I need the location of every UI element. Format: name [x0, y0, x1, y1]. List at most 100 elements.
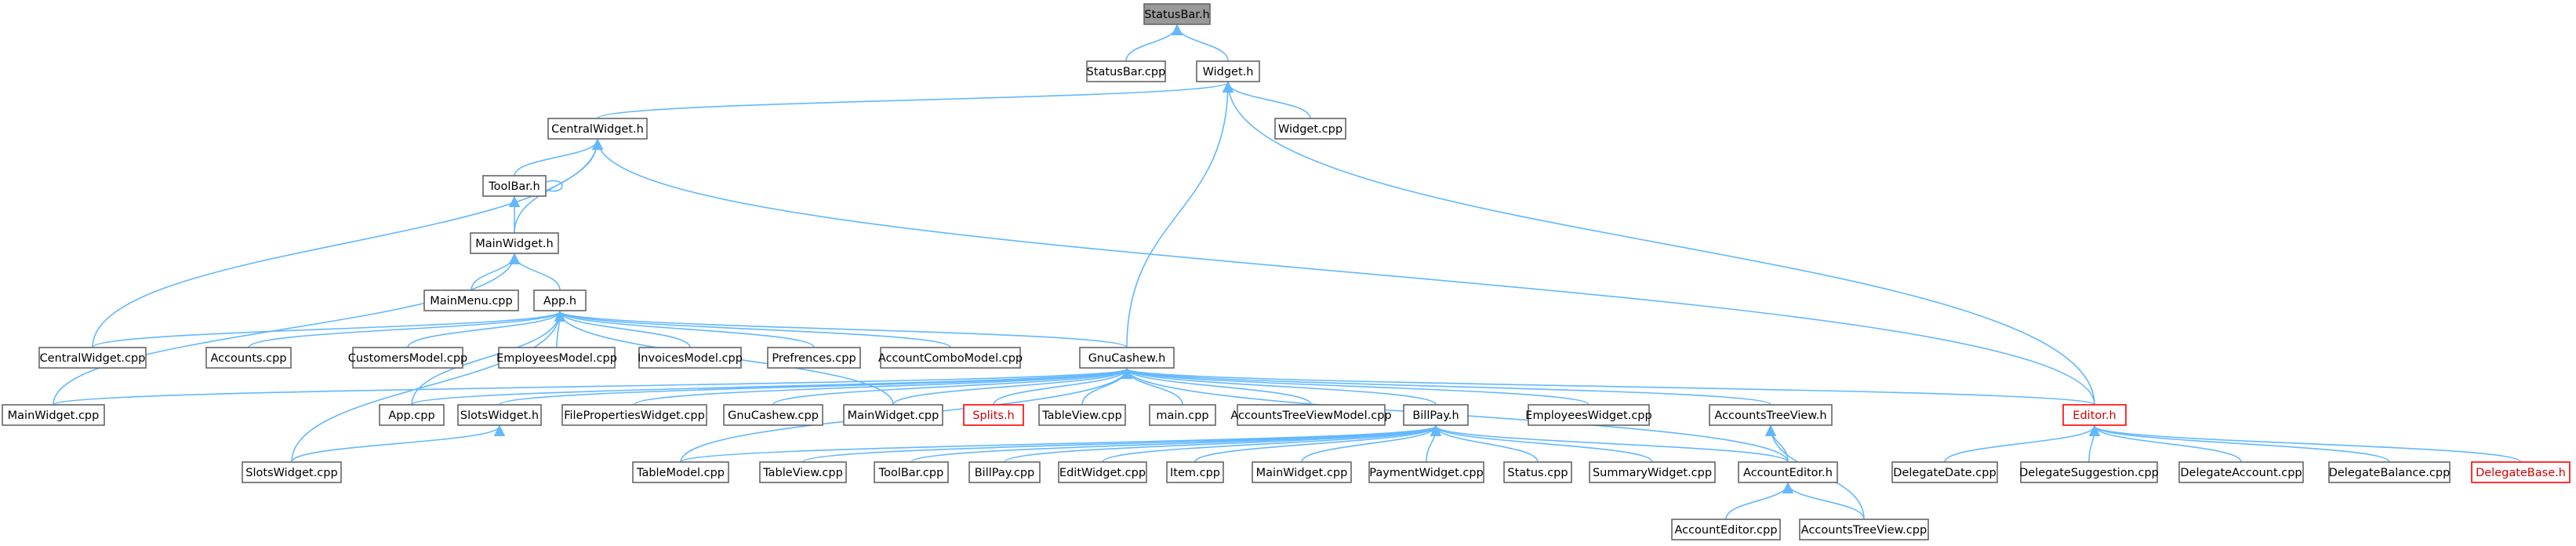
node-delegatesuggestion-cpp[interactable]: DelegateSuggestion.cpp — [2019, 461, 2159, 483]
node-gnucashew-cpp[interactable]: GnuCashew.cpp — [723, 404, 823, 426]
node-box[interactable] — [457, 404, 542, 426]
node-mainwidget-h[interactable]: MainWidget.h — [470, 232, 559, 254]
node-box[interactable] — [968, 461, 1041, 483]
node-box[interactable] — [1738, 461, 1838, 483]
node-box[interactable] — [963, 404, 1024, 426]
node-app-h[interactable]: App.h — [533, 289, 587, 311]
node-item-cpp[interactable]: Item.cpp — [1166, 461, 1224, 483]
node-box[interactable] — [498, 347, 616, 369]
node-box[interactable] — [1368, 461, 1484, 483]
node-box[interactable] — [482, 175, 547, 197]
node-delegatebase-h[interactable]: DelegateBase.h — [2471, 461, 2571, 483]
node-filepropertieswidget-cpp[interactable]: FilePropertiesWidget.cpp — [561, 404, 707, 426]
node-box[interactable] — [1086, 60, 1166, 82]
node-box[interactable] — [561, 404, 707, 426]
node-mainwidget-cpp-3[interactable]: MainWidget.cpp — [1252, 461, 1352, 483]
node-box[interactable] — [533, 289, 587, 311]
node-box[interactable] — [379, 404, 445, 426]
node-widget-h[interactable]: Widget.h — [1196, 60, 1260, 82]
node-centralwidget-cpp[interactable]: CentralWidget.cpp — [38, 347, 147, 369]
node-box[interactable] — [1274, 118, 1346, 140]
node-box[interactable] — [1709, 404, 1833, 426]
node-status-cpp[interactable]: Status.cpp — [1503, 461, 1572, 483]
node-box[interactable] — [1079, 347, 1175, 369]
node-box[interactable] — [1503, 461, 1572, 483]
node-box[interactable] — [423, 289, 519, 311]
node-accountstreeview-h[interactable]: AccountsTreeView.h — [1709, 404, 1833, 426]
node-box[interactable] — [1891, 461, 1998, 483]
node-box[interactable] — [1196, 60, 1260, 82]
node-slotswidget-h[interactable]: SlotsWidget.h — [457, 404, 542, 426]
node-box[interactable] — [1589, 461, 1716, 483]
node-editor-h[interactable]: Editor.h — [2062, 404, 2127, 426]
node-box[interactable] — [759, 461, 847, 483]
node-statusbar-h[interactable]: StatusBar.h — [1143, 3, 1211, 25]
node-billpay-h[interactable]: BillPay.h — [1403, 404, 1469, 426]
node-box[interactable] — [874, 461, 949, 483]
node-gnucashew-h[interactable]: GnuCashew.h — [1079, 347, 1175, 369]
node-box[interactable] — [242, 461, 342, 483]
node-mainwidget-cpp-2[interactable]: MainWidget.cpp — [843, 404, 943, 426]
node-editwidget-cpp[interactable]: EditWidget.cpp — [1058, 461, 1147, 483]
node-accounteditor-h[interactable]: AccountEditor.h — [1738, 461, 1838, 483]
node-accountstreeviewmodel-cpp[interactable]: AccountsTreeViewModel.cpp — [1230, 404, 1392, 426]
node-employeeswidget-cpp[interactable]: EmployeesWidget.cpp — [1525, 404, 1652, 426]
node-box[interactable] — [1166, 461, 1224, 483]
node-box[interactable] — [1038, 404, 1126, 426]
node-box[interactable] — [2, 404, 105, 426]
node-tableview-cpp-2[interactable]: TableView.cpp — [759, 461, 847, 483]
node-widget-cpp[interactable]: Widget.cpp — [1274, 118, 1346, 140]
node-accounteditor-cpp[interactable]: AccountEditor.cpp — [1671, 519, 1781, 541]
node-box[interactable] — [2020, 461, 2158, 483]
node-delegatedate-cpp[interactable]: DelegateDate.cpp — [1891, 461, 1998, 483]
node-box[interactable] — [205, 347, 292, 369]
node-main-cpp[interactable]: main.cpp — [1149, 404, 1216, 426]
node-box[interactable] — [38, 347, 147, 369]
node-box[interactable] — [632, 461, 729, 483]
node-paymentwidget-cpp[interactable]: PaymentWidget.cpp — [1368, 461, 1484, 483]
node-box[interactable] — [2062, 404, 2127, 426]
node-box[interactable] — [547, 118, 648, 140]
node-box[interactable] — [1237, 404, 1386, 426]
node-box[interactable] — [723, 404, 823, 426]
node-centralwidget-h[interactable]: CentralWidget.h — [547, 118, 648, 140]
node-box[interactable] — [767, 347, 861, 369]
node-box[interactable] — [1671, 519, 1781, 541]
node-toolbar-h[interactable]: ToolBar.h — [482, 175, 547, 197]
node-box[interactable] — [880, 347, 1021, 369]
node-box[interactable] — [1403, 404, 1469, 426]
node-accounts-cpp[interactable]: Accounts.cpp — [205, 347, 292, 369]
node-box[interactable] — [1528, 404, 1650, 426]
node-billpay-cpp[interactable]: BillPay.cpp — [968, 461, 1041, 483]
node-box[interactable] — [470, 232, 559, 254]
node-prefrences-cpp[interactable]: Prefrences.cpp — [767, 347, 861, 369]
node-mainmenu-cpp[interactable]: MainMenu.cpp — [423, 289, 519, 311]
node-box[interactable] — [1058, 461, 1147, 483]
node-box[interactable] — [1799, 519, 1929, 541]
node-tablemodel-cpp[interactable]: TableModel.cpp — [632, 461, 729, 483]
node-box[interactable] — [1252, 461, 1352, 483]
node-mainwidget-cpp-1[interactable]: MainWidget.cpp — [2, 404, 105, 426]
node-splits-h[interactable]: Splits.h — [963, 404, 1024, 426]
node-box[interactable] — [2471, 461, 2571, 483]
node-tableview-cpp-1[interactable]: TableView.cpp — [1038, 404, 1126, 426]
node-customersmodel-cpp[interactable]: CustomersModel.cpp — [348, 347, 468, 369]
node-box[interactable] — [2178, 461, 2304, 483]
node-delegateaccount-cpp[interactable]: DelegateAccount.cpp — [2178, 461, 2304, 483]
node-delegatebalance-cpp[interactable]: DelegateBalance.cpp — [2328, 461, 2451, 483]
node-slotswidget-cpp[interactable]: SlotsWidget.cpp — [242, 461, 342, 483]
node-box[interactable] — [638, 347, 742, 369]
node-box[interactable] — [1149, 404, 1216, 426]
node-app-cpp[interactable]: App.cpp — [379, 404, 445, 426]
node-statusbar-cpp[interactable]: StatusBar.cpp — [1086, 60, 1166, 82]
node-box[interactable] — [843, 404, 943, 426]
node-toolbar-cpp[interactable]: ToolBar.cpp — [874, 461, 949, 483]
node-summarywidget-cpp[interactable]: SummaryWidget.cpp — [1589, 461, 1716, 483]
node-invoicesmodel-cpp[interactable]: InvoicesModel.cpp — [638, 347, 743, 369]
node-box[interactable] — [352, 347, 463, 369]
node-accountstreeview-cpp[interactable]: AccountsTreeView.cpp — [1799, 519, 1929, 541]
node-box[interactable] — [2328, 461, 2451, 483]
node-employeesmodel-cpp[interactable]: EmployeesModel.cpp — [496, 347, 617, 369]
node-box[interactable] — [1143, 3, 1211, 25]
node-accountcombomodel-cpp[interactable]: AccountComboModel.cpp — [878, 347, 1023, 369]
